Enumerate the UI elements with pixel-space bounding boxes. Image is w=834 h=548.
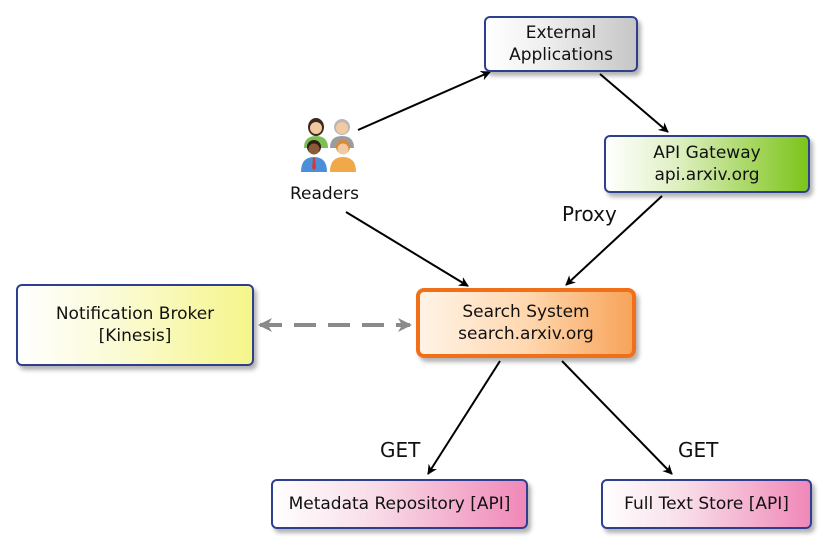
api-gateway-line-2: api.arxiv.org bbox=[654, 165, 760, 185]
edge-readers-to-external bbox=[357, 71, 491, 131]
readers-label: Readers bbox=[290, 184, 360, 204]
metadata-line-1: Metadata Repository [API] bbox=[288, 494, 511, 514]
external-applications-node: External Applications bbox=[484, 16, 638, 72]
edge-external-to-api bbox=[599, 73, 669, 133]
api-gateway-node: API Gateway api.arxiv.org bbox=[604, 135, 810, 193]
edge-api-to-search bbox=[565, 195, 663, 286]
people-group-icon bbox=[301, 118, 356, 172]
external-line-2: Applications bbox=[509, 45, 613, 65]
edge-readers-to-search bbox=[345, 211, 469, 287]
proxy-edge-label: Proxy bbox=[562, 202, 617, 226]
notification-line-1: Notification Broker bbox=[55, 304, 215, 324]
external-line-1: External bbox=[525, 23, 597, 43]
fulltext-line-1: Full Text Store [API] bbox=[624, 494, 789, 514]
notification-broker-node: Notification Broker [Kinesis] bbox=[16, 284, 254, 366]
get-fulltext-edge-label: GET bbox=[678, 438, 719, 462]
search-system-node: Search System search.arxiv.org bbox=[416, 288, 636, 358]
metadata-repository-node: Metadata Repository [API] bbox=[271, 479, 528, 529]
search-line-2: search.arxiv.org bbox=[458, 324, 594, 344]
full-text-store-node: Full Text Store [API] bbox=[601, 479, 812, 529]
get-metadata-edge-label: GET bbox=[380, 438, 421, 462]
edge-search-to-metadata bbox=[427, 360, 501, 475]
edge-search-to-fulltext bbox=[561, 360, 673, 475]
notification-line-2: [Kinesis] bbox=[98, 326, 172, 346]
api-gateway-line-1: API Gateway bbox=[653, 143, 761, 163]
search-line-1: Search System bbox=[462, 302, 590, 322]
